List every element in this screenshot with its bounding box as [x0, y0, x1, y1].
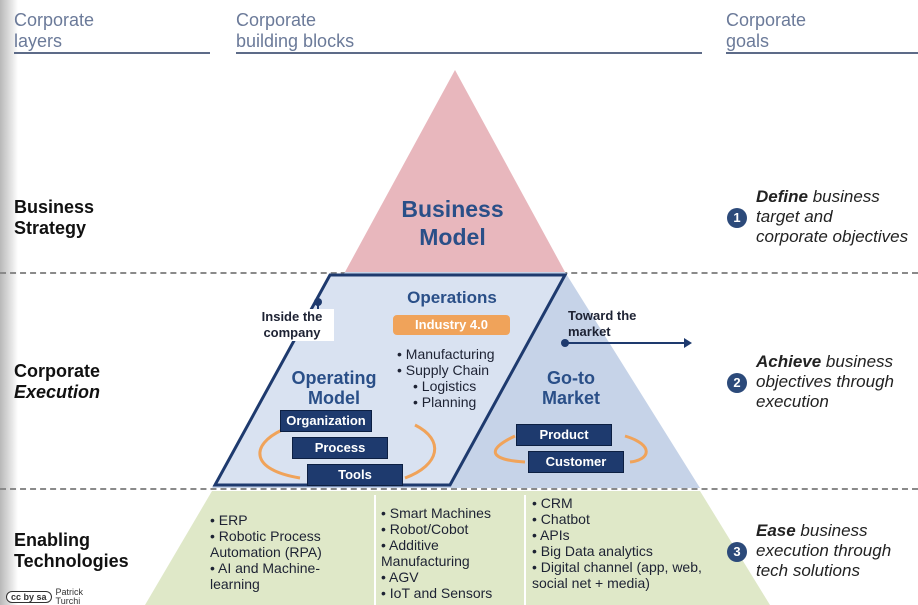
- goal-1-verb: Define: [756, 187, 808, 206]
- ops-item: Manufacturing: [397, 346, 495, 362]
- tech-item: ERP: [210, 512, 368, 528]
- industry-4-badge: Industry 4.0: [393, 315, 510, 335]
- left-edge-photo-strip: [0, 0, 18, 605]
- toward-pointer-dot: [561, 339, 569, 347]
- layer-corporate-execution: Corporate Execution: [14, 361, 100, 403]
- cycle-arrow-right: [404, 423, 437, 480]
- tech-item: Robotic Process Automation (RPA): [210, 528, 368, 560]
- goal-2-text: Achieve business objectives through exec…: [756, 352, 918, 412]
- header-layers-rule: [14, 52, 210, 54]
- tools-box: Tools: [307, 464, 403, 486]
- business-model-triangle: [345, 70, 565, 272]
- ops-item: Logistics: [397, 378, 495, 394]
- tech-item: Digital channel (app, web, social net + …: [532, 559, 722, 591]
- tech-column-3: CRM Chatbot APIs Big Data analytics Digi…: [532, 495, 722, 591]
- layer-enabling-technologies: Enabling Technologies: [14, 530, 129, 572]
- inside-company-note: Inside the company: [250, 309, 334, 341]
- license-author: Patrick Turchi: [55, 587, 84, 605]
- tech-column-2: Smart Machines Robot/Cobot Additive Manu…: [381, 505, 521, 601]
- customer-box: Customer: [528, 451, 624, 473]
- goal-2-rest: business objectives through execution: [756, 352, 894, 411]
- layer-execution-line2: Execution: [14, 382, 101, 402]
- header-goals: Corporate goals: [726, 10, 807, 51]
- tech-item: CRM: [532, 495, 722, 511]
- tech-item: Robot/Cobot: [381, 521, 521, 537]
- business-model-title: Business Model: [401, 196, 504, 250]
- header-blocks-rule: [236, 52, 702, 54]
- header-goals-rule: [726, 52, 918, 54]
- go-to-market-title: Go-to Market: [541, 368, 601, 408]
- goal-3-text: Ease business execution through tech sol…: [756, 521, 918, 581]
- toward-market-arrowhead: [684, 338, 692, 348]
- operations-title: Operations: [407, 288, 497, 307]
- layer-enabling-line1: Enabling: [14, 530, 90, 550]
- tech-item: Additive Manufacturing: [381, 537, 521, 569]
- operating-model-title: Operating Model: [291, 368, 377, 408]
- layer-strategy-line1: Business: [14, 197, 95, 217]
- goal-3-rest: business execution through tech solution…: [756, 521, 892, 580]
- tech-item: Chatbot: [532, 511, 722, 527]
- goal-1-number: 1: [727, 208, 747, 228]
- goal-3-number: 3: [727, 542, 747, 562]
- tech-item: IoT and Sensors: [381, 585, 521, 601]
- ops-item: Supply Chain: [397, 362, 495, 378]
- layer-strategy-line2: Strategy: [14, 218, 87, 238]
- goal-2-number: 2: [727, 373, 747, 393]
- inside-pointer-dot: [314, 298, 322, 306]
- header-layers: Corporate layers: [14, 10, 95, 51]
- layer-business-strategy: Business Strategy: [14, 197, 94, 239]
- cycle-arrow-left: [258, 428, 301, 480]
- product-box: Product: [516, 424, 612, 446]
- separator-execution-tech: [0, 488, 918, 490]
- gtm-cycle-arrow-left: [493, 434, 526, 464]
- toward-market-note: Toward the market: [568, 308, 637, 339]
- license-footer: cc by sa Patrick Turchi: [6, 588, 83, 605]
- tech-item: Smart Machines: [381, 505, 521, 521]
- layer-execution-line1: Corporate: [14, 361, 101, 381]
- tech-item: AI and Machine-learning: [210, 560, 368, 592]
- gtm-cycle-arrow-right: [624, 434, 648, 464]
- tech-item: APIs: [532, 527, 722, 543]
- tech-item: Big Data analytics: [532, 543, 722, 559]
- process-box: Process: [292, 437, 388, 459]
- goal-3-verb: Ease: [756, 521, 796, 540]
- goal-1-text: Define business target and corporate obj…: [756, 187, 918, 247]
- goal-2-verb: Achieve: [756, 352, 822, 371]
- ops-item: Planning: [397, 394, 495, 410]
- cc-license-icon: cc by sa: [6, 591, 52, 603]
- tech-column-1: ERP Robotic Process Automation (RPA) AI …: [210, 512, 368, 592]
- tech-item: AGV: [381, 569, 521, 585]
- goal-1-rest: business target and corporate objectives: [756, 187, 909, 246]
- organization-box: Organization: [280, 410, 372, 432]
- operations-list: Manufacturing Supply Chain Logistics Pla…: [397, 346, 495, 410]
- header-building-blocks: Corporate building blocks: [236, 10, 355, 51]
- layer-enabling-line2: Technologies: [14, 551, 129, 571]
